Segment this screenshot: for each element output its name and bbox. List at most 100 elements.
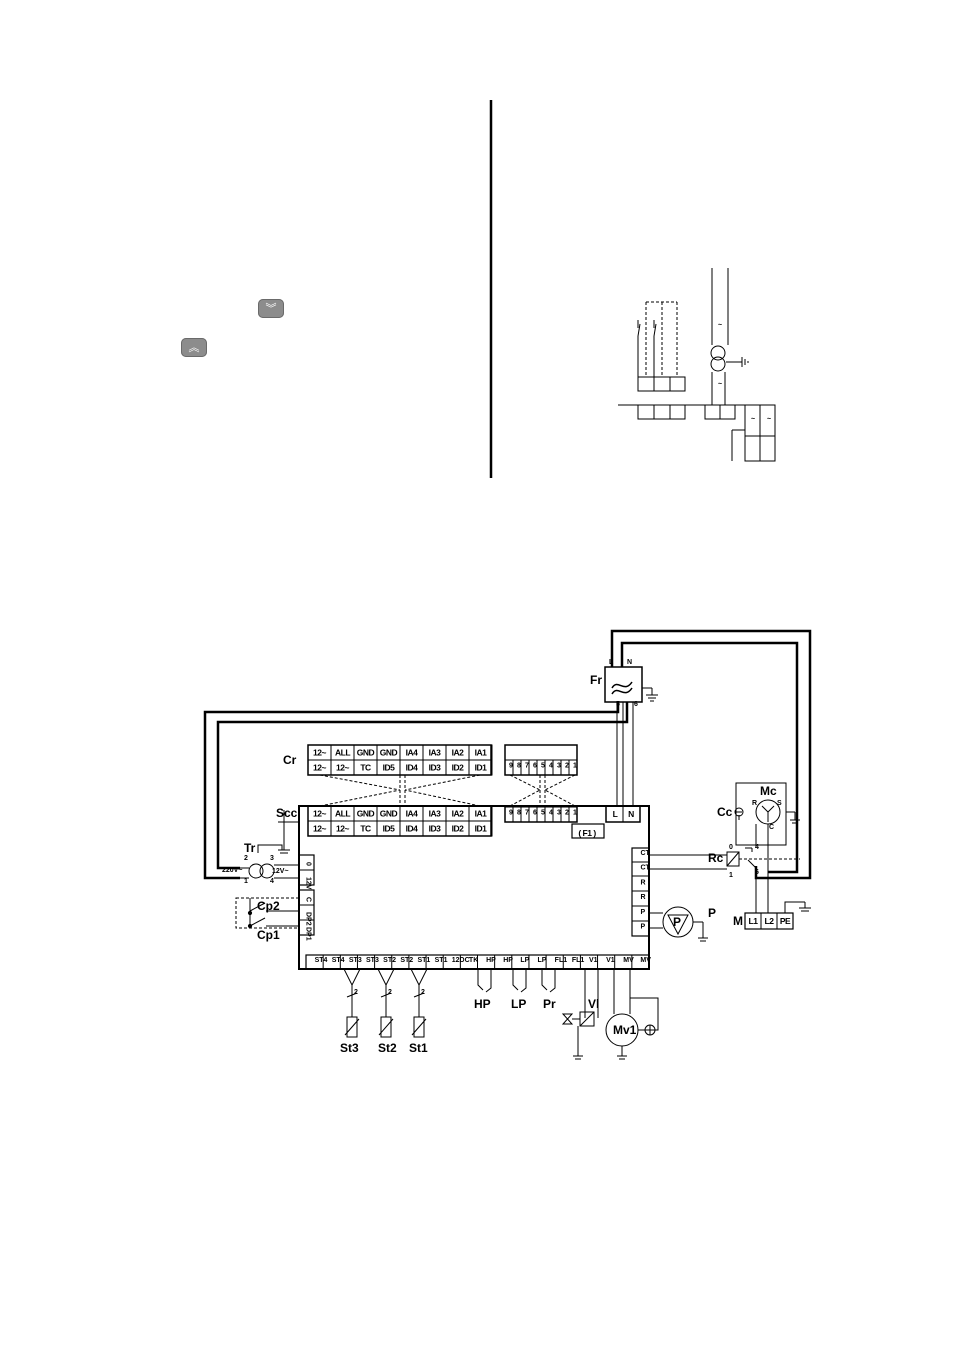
- terminal-label: R: [641, 879, 646, 886]
- terminal-label: 6: [533, 810, 537, 817]
- terminal-label: CT: [641, 850, 651, 857]
- terminal-label: MV: [640, 957, 651, 964]
- switches-cp: [235, 897, 300, 929]
- top-diagram: [618, 268, 776, 462]
- terminal-label: FL1: [555, 957, 568, 964]
- terminal-label: 12~: [336, 824, 349, 834]
- terminal-label: DP1: [305, 927, 312, 941]
- label-two: 2: [388, 989, 392, 996]
- terminal-label: GND: [357, 748, 375, 758]
- label-fr-n: N: [627, 659, 632, 666]
- terminal-label: IA1: [475, 809, 488, 819]
- terminal-label: ID1: [475, 763, 488, 773]
- terminal-label: 5: [541, 810, 545, 817]
- terminal-label: TK: [469, 957, 478, 964]
- terminal-label: 12~: [313, 748, 326, 758]
- tilde-label: ~: [718, 322, 722, 329]
- terminal-label: C: [305, 897, 312, 902]
- label-pump: P: [708, 906, 716, 920]
- terminal-label: 0: [305, 862, 312, 866]
- tilde-label: ~: [767, 416, 771, 423]
- terminal-label: TC: [360, 824, 371, 834]
- label-two: 2: [421, 989, 425, 996]
- label-mc: Mc: [760, 784, 777, 798]
- terminal-label: ST1: [435, 957, 448, 964]
- fuse-f1: [571, 823, 605, 839]
- label-scc: Scc: [276, 806, 298, 820]
- label-vl: Vl: [588, 997, 599, 1011]
- label-mv1: Mv1: [613, 1023, 637, 1037]
- label-tr-1: 1: [244, 878, 248, 885]
- scroll-down-button[interactable]: ︾: [258, 299, 284, 318]
- terminal-label: CT: [641, 865, 651, 872]
- double-chevron-up-icon: ︽: [188, 341, 200, 354]
- terminal-label: IA4: [406, 809, 419, 819]
- ribbon-cable: [319, 774, 576, 807]
- terminal-label: DP2: [305, 912, 312, 926]
- terminal-label: ST4: [332, 957, 345, 964]
- label-mc-c: C: [769, 824, 774, 831]
- label-fr-l: L: [609, 659, 614, 666]
- terminal-label: IA4: [406, 748, 419, 758]
- terminal-label: HP: [486, 957, 496, 964]
- label-rc: Rc: [708, 851, 724, 865]
- terminal-label: ST3: [349, 957, 362, 964]
- terminal-label: 9: [509, 810, 513, 817]
- external-wiring: [203, 629, 812, 880]
- terminal-label: V1: [606, 957, 615, 964]
- motor-mv1: [605, 969, 659, 1060]
- terminal-cell: [468, 759, 493, 776]
- terminal-label: ID5: [383, 763, 396, 773]
- terminal-label: V1: [589, 957, 598, 964]
- label-st2: St2: [378, 1041, 397, 1055]
- label-hp: HP: [474, 997, 491, 1011]
- terminal-label: 12~: [313, 824, 326, 834]
- label-fr: Fr: [590, 673, 602, 687]
- terminal-label: IA1: [475, 748, 488, 758]
- label-rc-0: 0: [729, 844, 733, 851]
- terminal-label: 3: [557, 763, 561, 770]
- terminal-label: PE: [780, 916, 791, 926]
- valve-vl: [561, 969, 599, 1060]
- label-tr: Tr: [244, 841, 256, 855]
- terminal-label: 12~: [313, 763, 326, 773]
- terminal-label: ID2: [452, 824, 465, 834]
- terminal-label: ST2: [400, 957, 413, 964]
- label-mc-r: R: [752, 800, 757, 807]
- label-rc-1: 1: [729, 872, 733, 879]
- label-fr-5: 5: [616, 701, 620, 708]
- terminal-label: ID1: [475, 824, 488, 834]
- label-m: M: [733, 914, 743, 928]
- scroll-up-button[interactable]: ︽: [181, 338, 207, 357]
- label-cc: Cc: [717, 805, 733, 819]
- terminal-label: ST4: [315, 957, 328, 964]
- label-f1: ( F1 ): [578, 828, 596, 838]
- terminal-cell: [568, 759, 578, 776]
- terminal-label: ID2: [452, 763, 465, 773]
- label-st1: St1: [409, 1041, 428, 1055]
- terminal-label: 4: [549, 810, 553, 817]
- terminal-label: ALL: [335, 809, 350, 819]
- transformer-tr: [240, 844, 299, 879]
- label-st3: St3: [340, 1041, 359, 1055]
- tilde-label: ~: [751, 416, 755, 423]
- label-tr-4: 4: [270, 878, 274, 885]
- label-cr: Cr: [283, 753, 297, 767]
- terminal-label: L2: [765, 916, 775, 926]
- terminal-label: 6: [533, 763, 537, 770]
- terminal-label: LP: [520, 957, 529, 964]
- tilde-label: ~: [718, 381, 722, 388]
- terminal-label: L: [613, 809, 618, 819]
- terminal-cell: [468, 820, 493, 837]
- terminal-label: 4: [549, 763, 553, 770]
- terminal-label: IA2: [452, 809, 465, 819]
- label-lp: LP: [511, 997, 526, 1011]
- terminal-label: 2: [565, 763, 569, 770]
- terminal-label: GND: [357, 809, 375, 819]
- label-cp1: Cp1: [257, 928, 280, 942]
- terminal-label: FL1: [572, 957, 585, 964]
- terminal-label: ID3: [429, 824, 442, 834]
- terminal-label: ID4: [406, 763, 419, 773]
